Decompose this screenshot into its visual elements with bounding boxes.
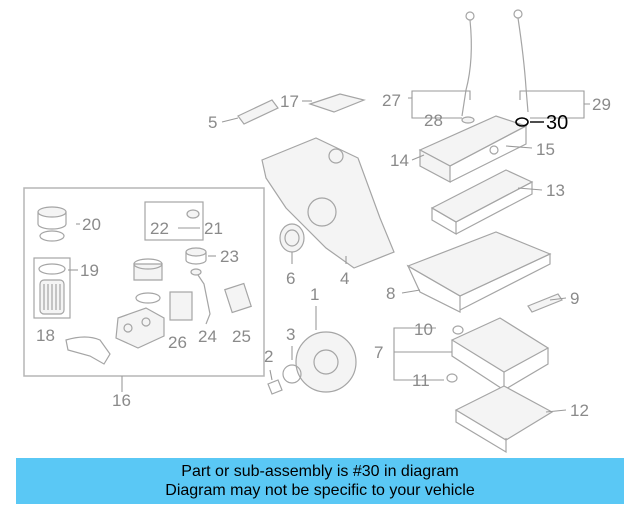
- sealant: [527, 293, 563, 313]
- callout-15: 15: [536, 140, 555, 159]
- callout-6: 6: [286, 269, 295, 288]
- callout-25: 25: [232, 327, 251, 346]
- callout-21: 21: [204, 219, 223, 238]
- info-banner: Part or sub-assembly is #30 in diagram D…: [16, 458, 624, 504]
- dipstick-tube: [195, 271, 211, 325]
- callout-1: 1: [310, 285, 319, 304]
- callout-23: 23: [220, 247, 239, 266]
- leader-lines: [68, 90, 590, 413]
- crank-seal: [279, 223, 305, 253]
- callout-11: 11: [412, 371, 430, 390]
- engine-cover: [430, 169, 534, 236]
- oil-filler-cap: [37, 206, 67, 242]
- callout-12: 12: [570, 401, 589, 420]
- callout-17: 17: [280, 92, 299, 111]
- o-ring-30: [515, 117, 529, 127]
- timing-cover: [261, 137, 395, 269]
- gasket-kit: [169, 291, 193, 321]
- sealant-tube: [237, 99, 279, 125]
- seal: [186, 209, 200, 219]
- callout-19: 19: [80, 261, 99, 280]
- callout-20: 20: [82, 215, 101, 234]
- oil-pan: [446, 317, 554, 454]
- cap: [185, 247, 207, 265]
- callout-10: 10: [414, 320, 433, 339]
- housing: [133, 258, 163, 304]
- callout-18: 18: [36, 326, 55, 345]
- callout-22: 22: [150, 219, 169, 238]
- callout-14: 14: [390, 151, 409, 170]
- inset-box-21-22: [144, 201, 204, 241]
- gasket: [224, 282, 252, 314]
- callout-3: 3: [286, 325, 295, 344]
- callout-7: 7: [374, 343, 383, 362]
- callout-2: 2: [264, 347, 273, 366]
- parts-diagram: 1 2 3 4 5 6 7 8 9 10 11 12 13 14 15 16 1…: [23, 9, 611, 454]
- callout-8: 8: [386, 284, 395, 303]
- upper-oil-pan: [406, 231, 552, 313]
- banner-line-2: Diagram may not be specific to your vehi…: [165, 482, 475, 499]
- inset-frame: [23, 187, 265, 377]
- callout-9: 9: [570, 289, 579, 308]
- dipsticks: [461, 9, 529, 124]
- valve-cover: [418, 115, 528, 183]
- banner-line-1: Part or sub-assembly is #30 in diagram: [181, 463, 459, 480]
- valve-cover-gasket: [308, 93, 366, 113]
- inset-box-18-19: [33, 257, 71, 319]
- callout-24: 24: [198, 327, 217, 346]
- flywheel: [267, 331, 357, 395]
- callout-13: 13: [546, 181, 565, 200]
- callout-29: 29: [592, 95, 611, 114]
- callout-30: 30: [546, 112, 568, 134]
- callout-5: 5: [208, 113, 217, 132]
- callout-4: 4: [340, 269, 349, 288]
- callout-26: 26: [168, 333, 187, 352]
- callout-16: 16: [112, 391, 131, 410]
- oil-filter: [38, 263, 66, 315]
- callout-28: 28: [424, 111, 443, 130]
- oil-cooler: [65, 307, 165, 365]
- callout-27: 27: [382, 91, 401, 110]
